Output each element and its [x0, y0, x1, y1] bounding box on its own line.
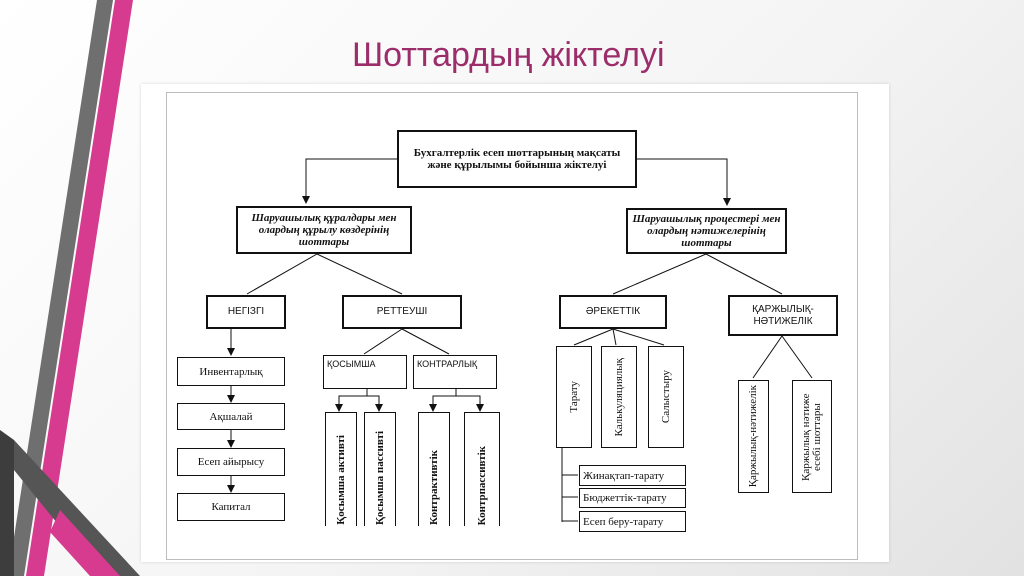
- contra-box: КОНТРАРЛЫҚ: [413, 355, 497, 389]
- costing-label: Калькуляциялық: [612, 357, 625, 437]
- additional-box: ҚОСЫМША: [323, 355, 407, 389]
- collective-distribution-box: Жинақтап-тарату: [579, 465, 686, 486]
- root-box: Бухгалтерлік есеп шоттарының мақсаты жән…: [397, 130, 637, 188]
- distribution-label: Тарату: [567, 381, 580, 413]
- additional-active-box: Қосымша активті: [325, 412, 357, 526]
- capital-box: Капитал: [177, 493, 285, 521]
- financial-result-item-box: Қаржылық-нәтижелік: [738, 380, 769, 493]
- additional-active-label: Қосымша активті: [334, 435, 347, 525]
- costing-box: Калькуляциялық: [601, 346, 637, 448]
- comparison-box: Салыстыру: [648, 346, 684, 448]
- decorative-stripes: [0, 0, 140, 576]
- budget-distribution-box: Бюджеттік-тарату: [579, 488, 686, 508]
- financial-result-accounts-box: ҚАРЖЫЛЫҚ-НӘТИЖЕЛІК: [728, 295, 838, 336]
- slide-title: Шоттардың жіктелуі: [352, 36, 665, 74]
- additional-passive-box: Қосымша пассивті: [364, 412, 396, 526]
- contra-passive-box: Контрпассивтік: [464, 412, 500, 526]
- inventory-box: Инвентарлық: [177, 357, 285, 386]
- assets-sources-accounts-box: Шаруашылық құралдары мен олардың құрылу …: [236, 206, 412, 254]
- cash-box: Ақшалай: [177, 403, 285, 430]
- financial-result-item-label: Қаржылық-нәтижелік: [747, 385, 759, 488]
- financial-result-accounting-label: Қаржылық нәтиже есебі шоттары: [800, 392, 823, 481]
- processes-results-accounts-box: Шаруашылық процестері мен олардың нәтиже…: [626, 208, 787, 254]
- operating-accounts-box: ӘРЕКЕТТІК: [559, 295, 667, 329]
- financial-result-accounting-box: Қаржылық нәтиже есебі шоттары: [792, 380, 832, 493]
- additional-passive-label: Қосымша пассивті: [373, 430, 386, 525]
- regulating-accounts-box: РЕТТЕУШІ: [342, 295, 462, 329]
- contra-active-box: Контрактивтік: [418, 412, 450, 526]
- basic-accounts-box: НЕГІЗГІ: [206, 295, 286, 329]
- reporting-distribution-box: Есеп беру-тарату: [579, 511, 686, 532]
- distribution-box: Тарату: [556, 346, 592, 448]
- comparison-label: Салыстыру: [659, 370, 672, 424]
- settlements-box: Есеп айырысу: [177, 448, 285, 476]
- contra-active-label: Контрактивтік: [427, 450, 440, 525]
- contra-passive-label: Контрпассивтік: [475, 445, 488, 525]
